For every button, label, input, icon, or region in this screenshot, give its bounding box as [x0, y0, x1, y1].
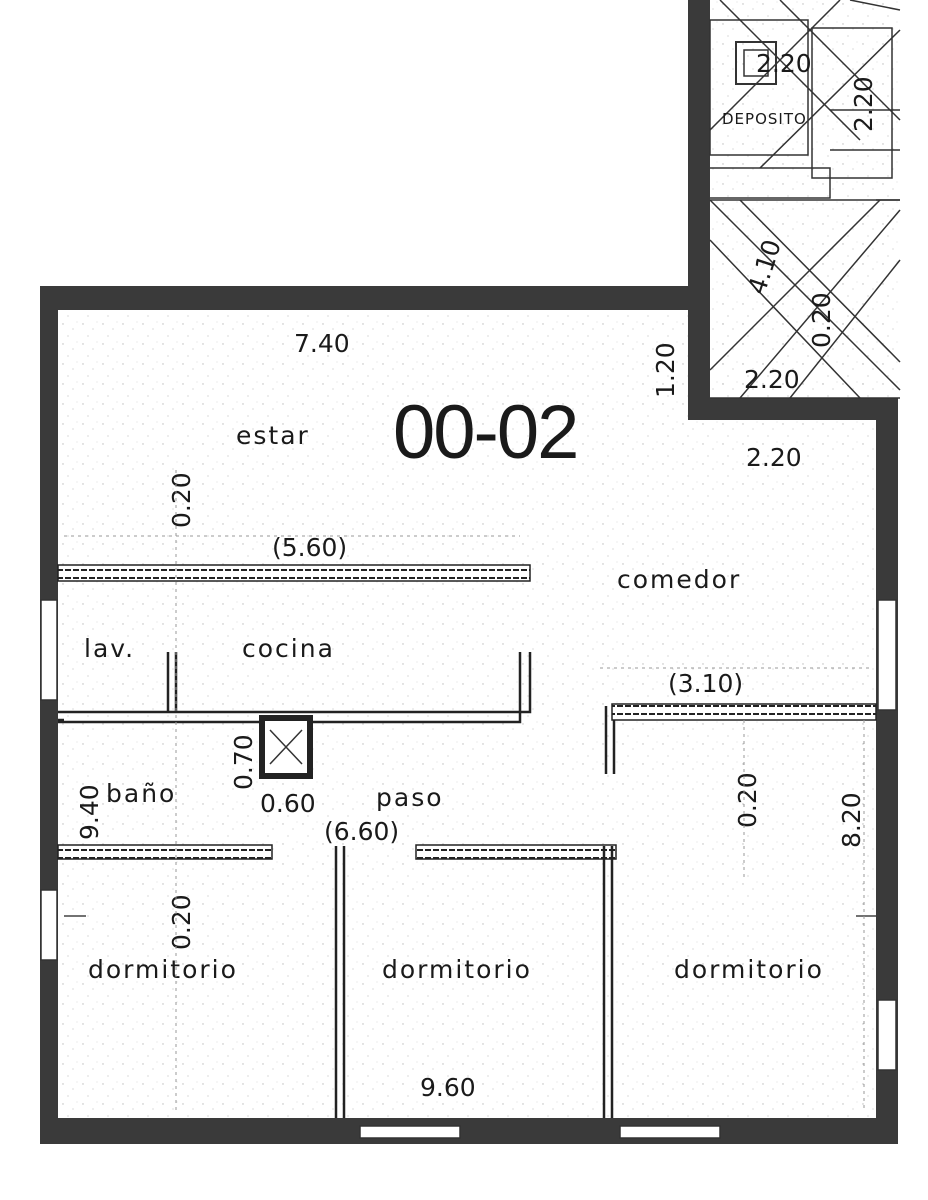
thin-walls — [58, 652, 616, 1118]
wall-right — [876, 398, 898, 1144]
room-label-paso: paso — [376, 783, 444, 812]
corridor-diagonals — [709, 0, 901, 399]
window-right-2 — [877, 999, 897, 1071]
partition-kitchen-top — [57, 564, 531, 582]
dim-deposito-code: 2.20 — [756, 49, 812, 78]
dim-duct-height: 0.70 — [229, 734, 258, 790]
windows — [40, 599, 897, 1139]
window-right-1 — [877, 599, 897, 711]
deposito-symbol-inner — [743, 49, 769, 77]
wall-kitchen-bottom — [58, 652, 532, 724]
wall-dorm2-right — [602, 846, 614, 1118]
dimension-guides — [64, 470, 870, 1110]
dim-width-top: 7.40 — [294, 329, 350, 358]
dim-wall-dormitorio: 0.20 — [167, 894, 196, 950]
dim-corridor-wall: 0.20 — [807, 292, 836, 348]
dim-corridor-width: 2.20 — [744, 365, 800, 394]
unit-code: 00-02 — [393, 390, 577, 475]
wall-bottom — [40, 1118, 898, 1144]
room-label-cocina: cocina — [242, 634, 335, 663]
wall-step-vertical — [688, 0, 710, 420]
deposito-right — [811, 27, 893, 179]
wall-dorm1-right — [334, 846, 346, 1118]
partition-comedor — [611, 703, 877, 721]
dim-wall-estar: 0.20 — [167, 472, 196, 528]
corridor-border — [710, 199, 900, 399]
room-label-dormitorio-2: dormitorio — [382, 955, 532, 984]
room-label-bano: baño — [106, 779, 176, 808]
room-label-estar: estar — [236, 421, 310, 450]
dim-height-left: 9.40 — [75, 784, 104, 840]
room-label-dormitorio-1: dormitorio — [88, 955, 238, 984]
dim-step-width: 2.20 — [746, 443, 802, 472]
dim-comedor-partition: (3.10) — [668, 669, 743, 698]
room-label-dormitorio-3: dormitorio — [674, 955, 824, 984]
partition-bano-bottom — [57, 844, 273, 860]
stair-line-1 — [710, 167, 831, 199]
window-bottom-1 — [359, 1125, 461, 1139]
ventilation-duct — [259, 715, 313, 779]
dim-hall-partition: (6.60) — [324, 817, 399, 846]
room-label-comedor: comedor — [617, 565, 741, 594]
room-label-deposito: DEPOSITO — [722, 110, 807, 128]
dim-duct-width: 0.60 — [260, 789, 316, 818]
partition-hall-right — [415, 844, 617, 860]
dim-height-right: 8.20 — [837, 792, 866, 848]
wall-left — [40, 286, 58, 1144]
deposito-area — [709, 0, 901, 399]
dim-deposito-height: 2.20 — [849, 76, 878, 132]
wall-step-horizontal — [688, 398, 898, 420]
window-left-2 — [40, 889, 58, 961]
dim-step-height: 1.20 — [651, 342, 680, 398]
wall-comedor-stub — [604, 706, 616, 774]
room-label-lav: lav. — [84, 634, 135, 663]
window-left-1 — [40, 599, 58, 701]
wall-top — [40, 286, 704, 310]
dim-wall-right: 0.20 — [733, 772, 762, 828]
window-bottom-2 — [619, 1125, 721, 1139]
corridor-texture — [710, 0, 900, 398]
dim-width-bottom: 9.60 — [420, 1073, 476, 1102]
dim-kitchen-partition: (5.60) — [272, 533, 347, 562]
